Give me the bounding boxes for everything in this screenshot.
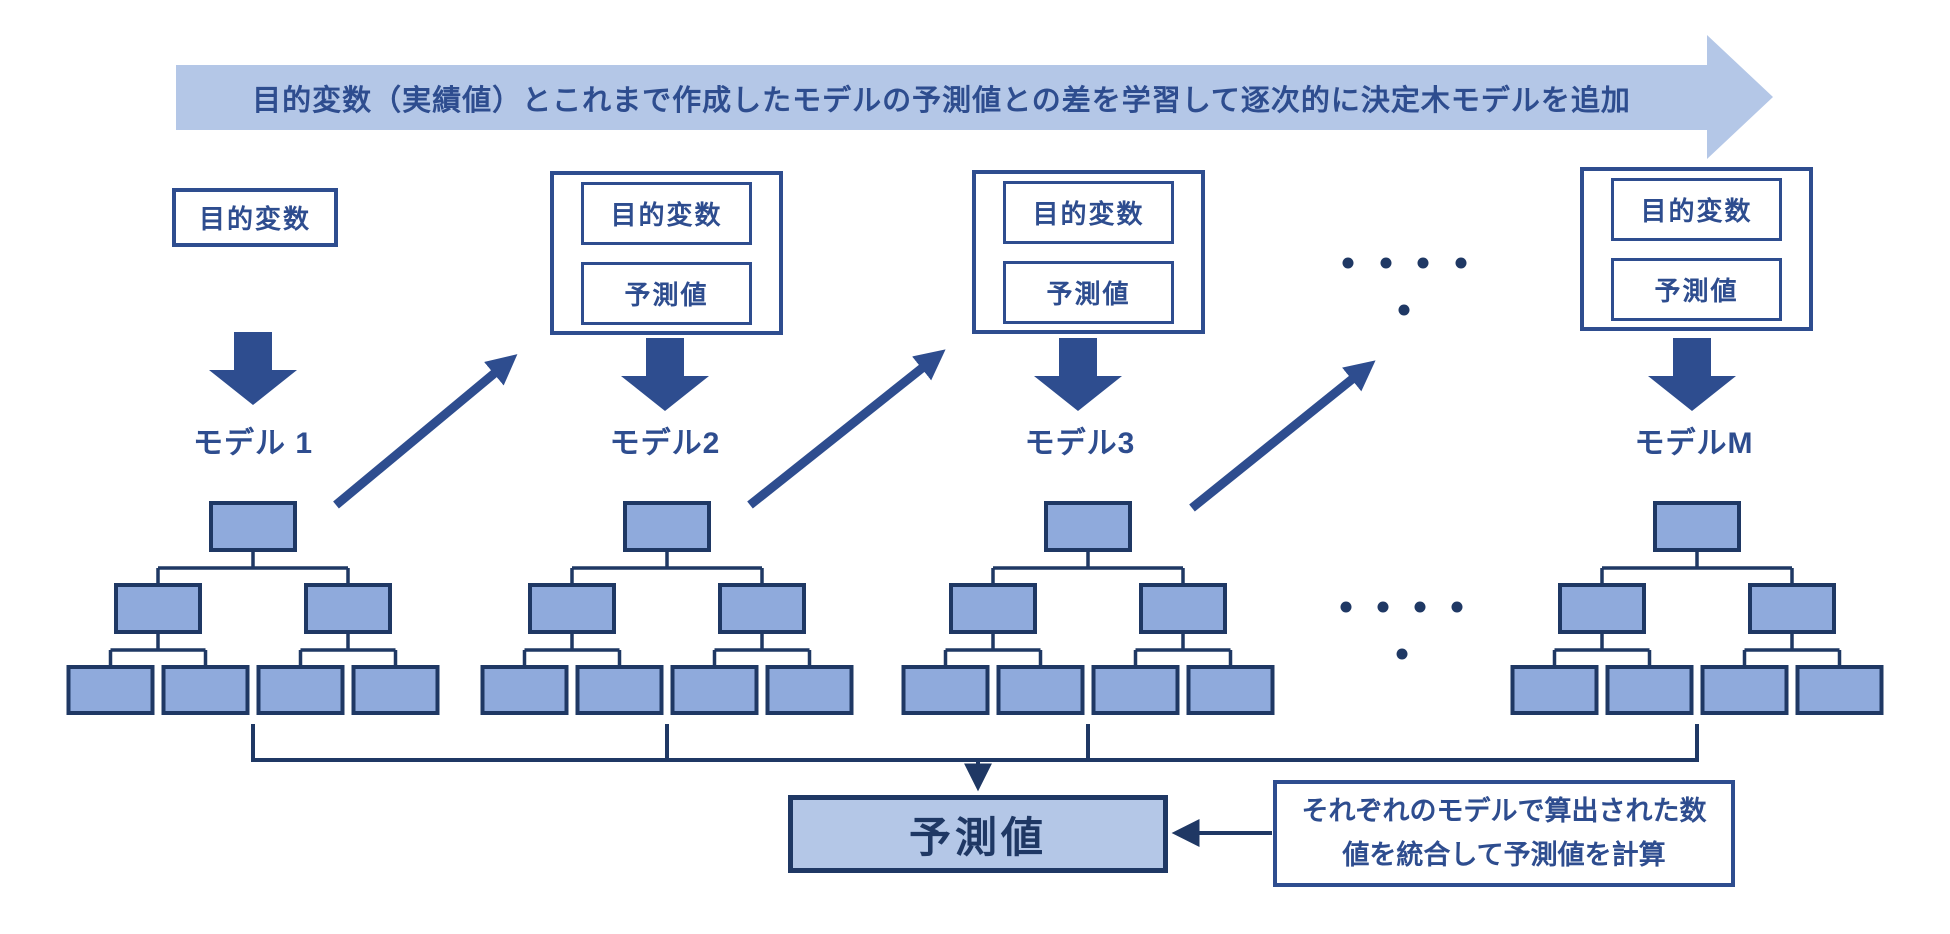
down-arrow-model1 bbox=[209, 332, 297, 405]
annotation-line1: それぞれのモデルで算出された数 bbox=[1301, 795, 1707, 826]
input-group-modelM: 目的変数 予測値 bbox=[1580, 167, 1813, 331]
output-box: 予測値 bbox=[788, 795, 1168, 873]
model2-label: モデル2 bbox=[609, 427, 721, 460]
input-group-model3: 目的変数 予測値 bbox=[972, 170, 1205, 334]
arrow-model2-to-model3 bbox=[747, 349, 946, 509]
pred-box-modelM: 予測値 bbox=[1611, 257, 1782, 321]
process-banner-arrow bbox=[176, 35, 1773, 159]
pred-box-model3: 予測値 bbox=[1003, 260, 1174, 324]
aggregation-connector bbox=[251, 724, 1699, 762]
modelM-label: モデルM bbox=[1634, 427, 1754, 460]
decision-tree-model3 bbox=[901, 501, 1275, 715]
pred-box-model2: 予測値 bbox=[581, 261, 752, 325]
annotation-box: それぞれのモデルで算出された数 値を統合して予測値を計算 bbox=[1273, 780, 1735, 887]
down-arrow-model3 bbox=[1034, 338, 1122, 411]
ellipsis-dots-upper bbox=[1342, 257, 1467, 316]
ellipsis-dots-lower bbox=[1340, 601, 1463, 660]
decision-tree-model1 bbox=[66, 501, 440, 715]
process-banner-text: 目的変数（実績値）とこれまで作成したモデルの予測値との差を学習して逐次的に決定木… bbox=[252, 84, 1631, 117]
target-box-model1: 目的変数 bbox=[172, 188, 338, 247]
input-group-model2: 目的変数 予測値 bbox=[550, 171, 783, 335]
decision-tree-model2 bbox=[480, 501, 854, 715]
model1-label: モデル 1 bbox=[192, 427, 314, 460]
arrow-model1-to-model2 bbox=[333, 354, 518, 509]
target-box-model3: 目的変数 bbox=[1003, 180, 1174, 244]
down-arrow-modelM bbox=[1648, 338, 1736, 411]
target-box-model2: 目的変数 bbox=[581, 181, 752, 245]
target-box-modelM: 目的変数 bbox=[1611, 177, 1782, 241]
model3-label: モデル3 bbox=[1024, 427, 1136, 460]
arrow-model3-to-next bbox=[1189, 360, 1376, 512]
decision-tree-modelM bbox=[1510, 501, 1884, 715]
annotation-line2: 値を統合して予測値を計算 bbox=[1342, 839, 1666, 870]
down-arrow-model2 bbox=[621, 338, 709, 411]
